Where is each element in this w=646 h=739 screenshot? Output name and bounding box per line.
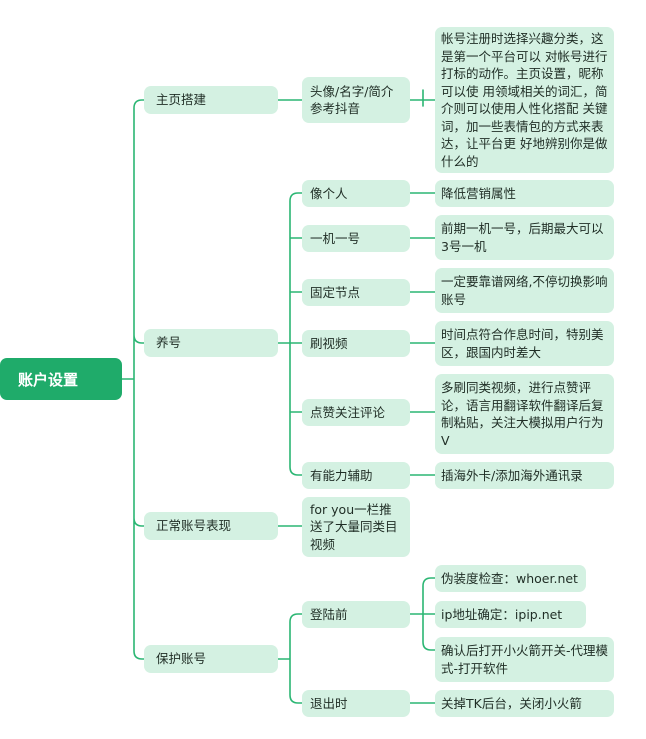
node-device[interactable]: 一机一号: [302, 225, 410, 252]
branch-normal[interactable]: 正常账号表现: [144, 512, 278, 540]
note-ipip-text: ip地址确定：ipip.net: [441, 606, 563, 622]
branch-nurture[interactable]: 养号: [144, 329, 278, 357]
note-ipip[interactable]: ip地址确定：ipip.net: [435, 601, 586, 628]
node-video-label: 刷视频: [310, 335, 348, 351]
node-fixed-node-label: 固定节点: [310, 284, 361, 300]
root-node[interactable]: 账户设置: [0, 358, 122, 400]
note-video-text: 时间点符合作息时间，特别美区，跟国内时差大: [441, 327, 604, 360]
note-avatar-text: 帐号注册时选择兴趣分类，这是第一个平台可以 对帐号进行打标的动作。主页设置，昵称…: [441, 31, 608, 169]
node-avatar-label: 头像/名字/简介参考抖音: [310, 83, 394, 117]
branch-nurture-label: 养号: [156, 335, 182, 351]
root-label: 账户设置: [18, 370, 79, 389]
note-person[interactable]: 降低营销属性: [435, 180, 614, 207]
node-avatar[interactable]: 头像/名字/简介参考抖音: [302, 77, 410, 123]
node-foryou-label: for you一栏推送了大量同类目视频: [310, 501, 398, 552]
branch-protect[interactable]: 保护账号: [144, 645, 278, 673]
note-device[interactable]: 前期一机一号，后期最大可以3号一机: [435, 215, 614, 260]
node-before-login-label: 登陆前: [310, 606, 348, 622]
note-ability-text: 插海外卡/添加海外通讯录: [441, 467, 583, 483]
node-ability[interactable]: 有能力辅助: [302, 462, 410, 489]
node-like-label: 点赞关注评论: [310, 404, 386, 420]
branch-home[interactable]: 主页搭建: [144, 86, 278, 114]
branch-home-label: 主页搭建: [156, 92, 207, 108]
note-exit[interactable]: 关掉TK后台，关闭小火箭: [435, 690, 614, 717]
note-fixed-node-text: 一定要靠谱网络,不停切换影响账号: [441, 274, 608, 307]
node-person-label: 像个人: [310, 185, 348, 201]
branch-protect-label: 保护账号: [156, 651, 207, 667]
note-rocket[interactable]: 确认后打开小火箭开关-代理模式-打开软件: [435, 637, 614, 682]
node-device-label: 一机一号: [310, 230, 361, 246]
note-fixed-node[interactable]: 一定要靠谱网络,不停切换影响账号: [435, 268, 614, 313]
note-rocket-text: 确认后打开小火箭开关-代理模式-打开软件: [441, 643, 609, 676]
node-fixed-node[interactable]: 固定节点: [302, 279, 410, 306]
node-exit-label: 退出时: [310, 695, 348, 711]
note-whoer-text: 伪装度检查：whoer.net: [441, 570, 578, 586]
note-video[interactable]: 时间点符合作息时间，特别美区，跟国内时差大: [435, 321, 614, 366]
note-ability[interactable]: 插海外卡/添加海外通讯录: [435, 462, 614, 489]
node-video[interactable]: 刷视频: [302, 330, 410, 357]
note-avatar[interactable]: 帐号注册时选择兴趣分类，这是第一个平台可以 对帐号进行打标的动作。主页设置，昵称…: [435, 27, 614, 173]
note-person-text: 降低营销属性: [441, 185, 517, 201]
node-exit[interactable]: 退出时: [302, 690, 410, 717]
note-device-text: 前期一机一号，后期最大可以3号一机: [441, 221, 604, 254]
node-ability-label: 有能力辅助: [310, 467, 373, 483]
branch-normal-label: 正常账号表现: [156, 518, 232, 534]
node-before-login[interactable]: 登陆前: [302, 601, 410, 628]
node-person[interactable]: 像个人: [302, 180, 410, 207]
note-exit-text: 关掉TK后台，关闭小火箭: [441, 695, 582, 711]
note-whoer[interactable]: 伪装度检查：whoer.net: [435, 565, 586, 592]
note-like[interactable]: 多刷同类视频，进行点赞评论，语言用翻译软件翻译后复制粘贴，关注大模拟用户行为V: [435, 374, 614, 454]
node-foryou[interactable]: for you一栏推送了大量同类目视频: [302, 497, 410, 557]
node-like[interactable]: 点赞关注评论: [302, 399, 410, 426]
note-like-text: 多刷同类视频，进行点赞评论，语言用翻译软件翻译后复制粘贴，关注大模拟用户行为V: [441, 380, 604, 448]
